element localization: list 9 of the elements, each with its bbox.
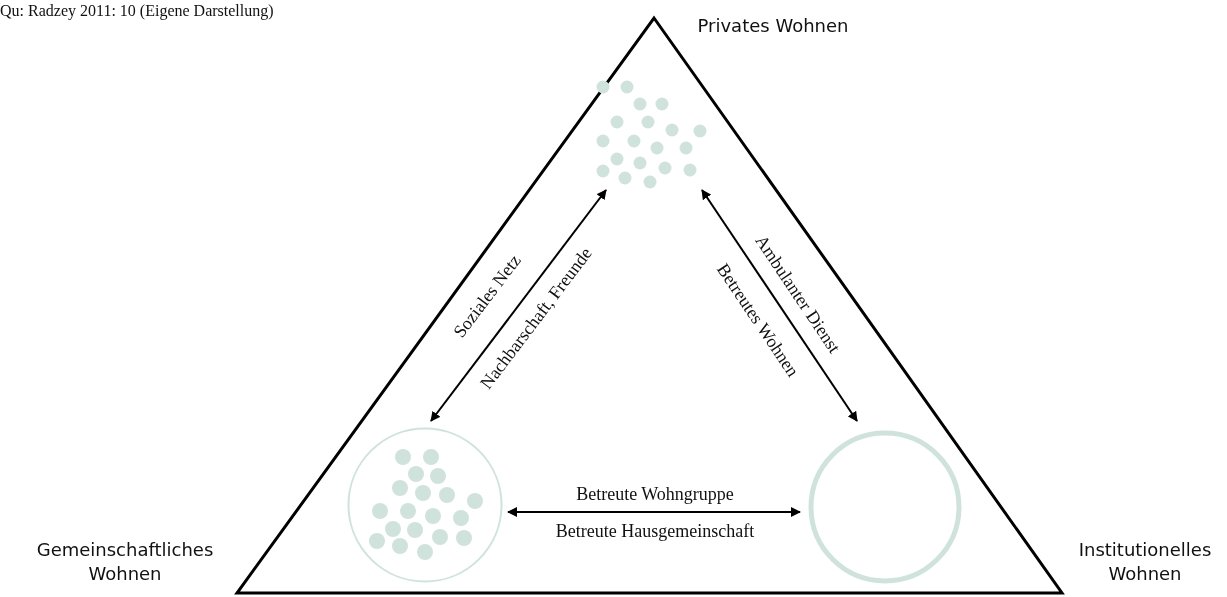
corner-label: Privates Wohnen (696, 14, 850, 38)
double-arrow (430, 189, 607, 422)
arrow-annotation: Betreute Hausgemeinschaft (555, 522, 755, 540)
caption: Qu: Radzey 2011: 10 (Eigene Darstellung) (0, 3, 274, 19)
double-arrow (507, 507, 801, 517)
edge-label: Betreute Wohngruppe (576, 485, 734, 503)
corner-label: Institutionelles Wohnen (1077, 538, 1213, 587)
corner-label: Gemeinschaftliches Wohnen (35, 538, 215, 587)
double-arrow (701, 189, 858, 422)
